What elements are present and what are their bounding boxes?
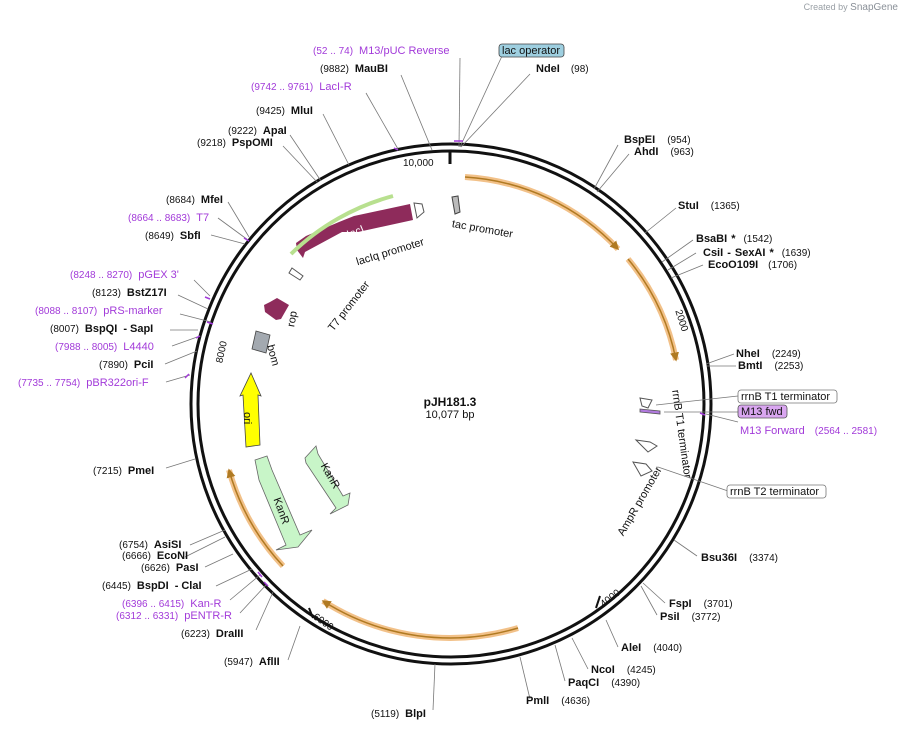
lac-operator-box [498,43,565,58]
primer-pentr-r: (6312 .. 6331)pENTR-R [116,610,232,622]
primer-laci-r: (9742 .. 9761)LacI-R [251,81,352,93]
orf-arc-3-core [321,600,519,639]
tick-mark-6000 [308,607,314,619]
primer-kan-r: (6396 .. 6415)Kan-R [122,598,222,610]
ampr-promoter-shape [632,461,653,477]
backbone-inner-ring [196,149,706,659]
site-ndei: NdeI(98) [536,63,589,75]
rrnb-t1-box [737,389,838,404]
m13-fwd-label: M13 fwd [741,406,783,418]
site-alei: AleI(4040) [621,642,682,654]
site-pcii: (7890)PciI [99,359,153,371]
m13-fwd-primer-bar [639,408,661,415]
laciq-promoter-shape [413,202,425,219]
site-bsu36i: Bsu36I(3374) [701,552,778,564]
site-mfei: (8684)MfeI [166,194,223,206]
site-bspdi-clai: (6445)BspDI-ClaI [102,580,202,592]
site-apai: (9222)ApaI [228,125,287,137]
site-psii: PsiI(3772) [660,611,720,623]
primer-l4440: (7988 .. 8005)L4440 [55,341,154,353]
tac-promoter-shape [451,195,461,215]
plasmid-length: 10,077 bp [426,409,475,421]
laciq-promoter-label: lacIq promoter [355,236,426,268]
credit-prefix: Created by [803,2,848,12]
site-paqci: PaqCI(4390) [568,677,640,689]
rrnb-t2-shape [634,439,658,453]
backbone [189,142,713,666]
site-pmei: (7215)PmeI [93,465,154,477]
site-aflii: (5947)AflII [224,656,280,668]
primer-m13-puc-reverse: (52 .. 74)M13/pUC Reverse [313,45,450,57]
orf-arcs [226,174,679,641]
site-nhei: NheI(2249) [736,348,801,360]
tac-promoter-label: tac promoter [451,218,514,241]
kanr-arrow-2 [304,445,351,515]
site-ncoi: NcoI(4245) [591,664,656,676]
laci-arrow [296,204,413,258]
kanr-arrow-1 [254,455,313,551]
site-econi: (6666)EcoNI [122,550,188,562]
site-csii-sexai: CsiI-SexAI*(1639) [703,247,811,259]
site-bstz17i: (8123)BstZ17I [92,287,167,299]
site-stui: StuI(1365) [678,200,740,212]
site-asisi: (6754)AsiSI [119,539,181,551]
lac-operator-label: lac operator [502,45,560,57]
rrnb-t2-label: rrnB T2 terminator [730,486,819,498]
site-ecoo109i: EcoO109I(1706) [708,259,797,271]
ori-label: ori [241,412,253,424]
bom-box [251,330,271,354]
primer-marks [184,140,706,587]
snapgene-credit: Created by SnapGene [804,2,898,13]
orf-arc-1-core [464,176,620,251]
primer-pbr322ori-f: (7735 .. 7754)pBR322ori-F [18,377,149,389]
m13-fwd-box [737,404,788,419]
leader-lines [164,55,739,711]
site-draiii: (6223)DraIII [181,628,243,640]
orf-arc-3 [321,598,519,641]
site-sbfi: (8649)SbfI [145,230,201,242]
features: lacI lacIq promoter tac promoter T7 prom… [239,194,693,551]
site-blpi: (5119)BlpI [371,708,426,720]
site-pspomi: (9218)PspOMI [197,137,273,149]
orf-arc-4-core [226,468,284,567]
restriction-sites: NdeI(98) (9882)MauBI (9425)MluI (9222)Ap… [50,63,811,720]
site-ahdi: AhdI(963) [634,146,694,158]
tick-label-4000: 4000 [598,587,623,610]
orf-arc-2-core [627,258,679,362]
rrnb-t1-shape [639,397,653,409]
primer-labels: (52 .. 74)M13/pUC Reverse (9742 .. 9761)… [18,45,877,622]
rop-label: rop [285,310,300,328]
ori-arrow [239,372,262,448]
backbone-outer-ring [189,142,713,666]
site-bspqi-sapi: (8007)BspQI-SapI [50,323,153,335]
t7-promoter-shape [288,267,304,281]
site-bspei: BspEI(954) [624,134,691,146]
site-pmli: PmlI(4636) [526,695,590,707]
center-label: pJH181.3 10,077 bp [424,395,477,421]
bom-label: bom [264,343,281,367]
site-fspi: FspI(3701) [669,598,733,610]
site-pasi: (6626)PasI [141,562,199,574]
credit-brand: SnapGene [850,2,898,13]
site-bmti: BmtI(2253) [738,360,803,372]
tick-label-10000: 10,000 [403,158,434,169]
primer-pgex3: (8248 .. 8270)pGEX 3' [70,269,179,281]
t7-promoter-label: T7 promoter [326,279,373,334]
site-maubi: (9882)MauBI [320,63,388,75]
site-bsabi: BsaBI*(1542) [696,233,772,245]
primer-m13-forward: M13 Forward(2564 .. 2581) [740,425,877,437]
laci-orf-highlight [289,194,394,256]
tick-label-8000: 8000 [214,340,229,364]
primer-prs-marker: (8088 .. 8107)pRS-marker [35,305,163,317]
site-mlui: (9425)MluI [256,105,313,117]
primer-t7: (8664 .. 8683)T7 [128,212,209,224]
plasmid-name: pJH181.3 [424,395,477,409]
tick-mark-4000 [595,595,601,609]
rop-arrow [264,298,289,320]
rrnb-t1-label: rrnB T1 terminator [741,391,830,403]
rrnb-t2-box [726,484,827,499]
boxed-labels: lac operator rrnB T1 terminator M13 fwd … [498,43,838,499]
